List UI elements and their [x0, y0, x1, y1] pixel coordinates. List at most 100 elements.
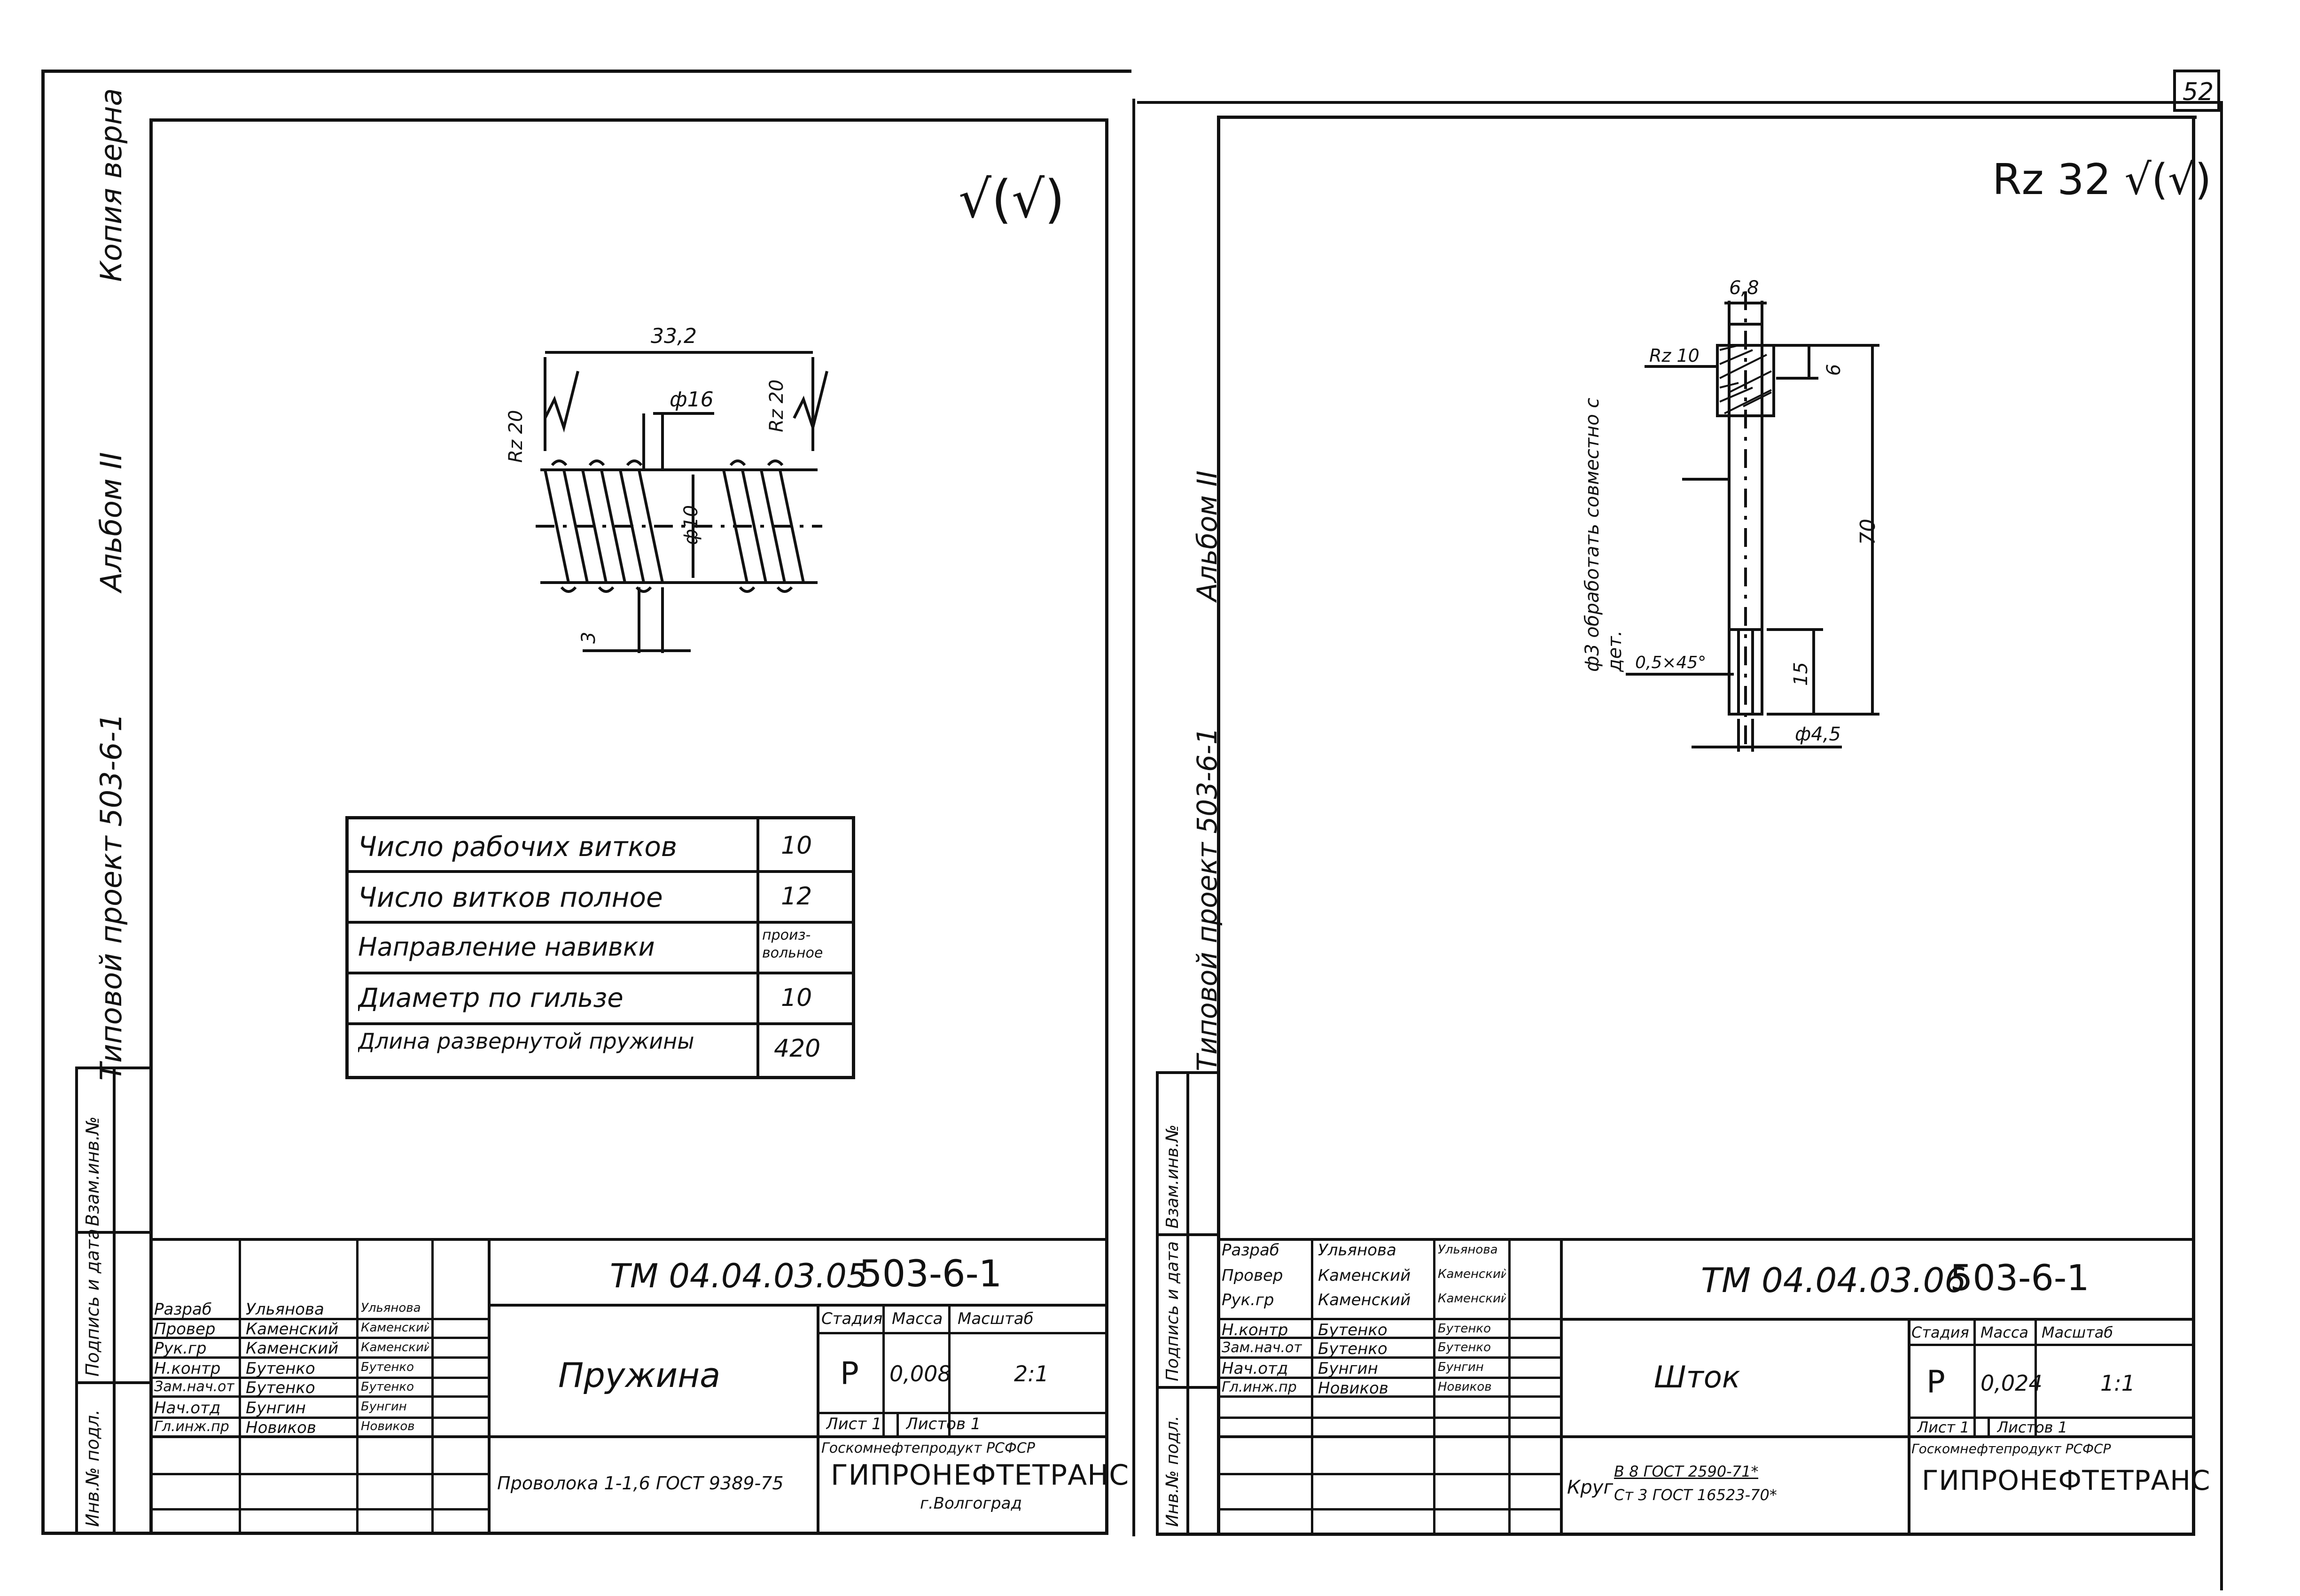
rod-hole-dim: 6: [1823, 364, 1845, 376]
tb-hdr-stage: Стадия: [1911, 1324, 1969, 1341]
left-stamp-div1: [75, 1231, 153, 1234]
rod-length-dim: 70: [1856, 519, 1880, 545]
tb-signature: Каменский: [1438, 1267, 1506, 1281]
tb-hdr-scale: Масштаб: [958, 1309, 1034, 1328]
tb-material-top: В 8 ГОСТ 2590-71*: [1614, 1463, 1759, 1480]
tb-signature: Ульянова: [361, 1301, 421, 1315]
tb-role: Рук.гр: [154, 1339, 207, 1358]
tb-stage: Р: [840, 1355, 859, 1392]
spring-rz-right: Rz 20: [766, 379, 787, 432]
left-frame-top: [149, 118, 1108, 122]
tb-city: г.Волгоград: [920, 1494, 1022, 1513]
tb-name: Ульянова: [1318, 1241, 1396, 1260]
tb-signature: Бутенко: [1438, 1322, 1491, 1336]
tb-scale: 2:1: [1014, 1361, 1049, 1386]
right-stamp-inv: Инв.№ подл.: [1163, 1416, 1182, 1527]
tb-scale: 1:1: [2100, 1370, 2136, 1396]
left-side-album: Альбом II: [94, 452, 128, 592]
tb-role: Н.контр: [154, 1359, 221, 1378]
tb-signature: Бутенко: [1438, 1340, 1491, 1355]
right-frame-right: [2192, 116, 2195, 1534]
spec-row-label: Диаметр по гильзе: [358, 983, 624, 1013]
tb-org-top: Госкомнефтепродукт РСФСР: [821, 1440, 1035, 1456]
tb-role: Зам.нач.от: [154, 1378, 234, 1395]
right-stamp-sign: Подпись и дата: [1163, 1241, 1182, 1381]
tb-mass: 0,024: [1980, 1370, 2043, 1396]
tb-signature: Каменский: [1438, 1292, 1506, 1306]
tb-sheet: Лист 1: [826, 1415, 882, 1433]
tb-name: Каменский: [246, 1339, 339, 1358]
left-outer-left: [41, 70, 45, 1533]
tb-name: Ульянова: [246, 1300, 324, 1319]
right-outer-top: [1137, 101, 2222, 104]
tb-role: Рук.гр: [1222, 1291, 1274, 1309]
tb-role: Гл.инж.пр: [154, 1418, 229, 1435]
tb-role: Разраб: [1222, 1241, 1279, 1260]
tb-signature: Новиков: [361, 1419, 415, 1433]
tb-name: Бутенко: [1318, 1321, 1388, 1339]
spec-col-divider: [756, 819, 759, 1078]
left-frame-bottom: [41, 1532, 1108, 1535]
right-roughness-mark: Rz 32 √(√): [1992, 155, 2212, 204]
tb-name: Бунгин: [246, 1399, 306, 1417]
tb-doc-code: ТМ 04.04.03.05: [610, 1257, 868, 1295]
tb-role: Нач.отд: [1222, 1359, 1288, 1378]
spec-row-value: 10: [781, 832, 812, 860]
tb-hdr-scale: Масштаб: [2042, 1324, 2113, 1341]
tb-signature: Бутенко: [361, 1380, 414, 1394]
spring-length-dim: 33,2: [651, 324, 697, 348]
spec-row-label: Число рабочих витков: [358, 831, 678, 863]
left-stamp-line1: [75, 1067, 78, 1534]
tb-signature: Бунгин: [1438, 1360, 1484, 1374]
tb-part-name: Пружина: [558, 1355, 721, 1395]
right-stamp-div1: [1156, 1233, 1219, 1236]
rod-chamfer: 0,5×45°: [1635, 653, 1707, 672]
left-stamp-sign: Подпись и дата: [82, 1229, 103, 1377]
tb-part-name: Шток: [1654, 1360, 1740, 1395]
tb-role: Провер: [154, 1320, 216, 1339]
tb-project-code: 503-6-1: [1950, 1257, 2089, 1299]
tb-name: Бутенко: [246, 1378, 315, 1397]
tb-mass: 0,008: [889, 1361, 951, 1386]
sheet-divider: [1132, 99, 1135, 1536]
spec-row-div3: [349, 972, 854, 974]
rod-end-dim: 15: [1790, 662, 1812, 686]
spring-spec-table: Число рабочих витков 10 Число витков пол…: [345, 816, 855, 1079]
tb-name: Новиков: [1318, 1379, 1388, 1398]
tb-signature: Каменский: [361, 1340, 429, 1355]
left-side-copy: Копия верна: [94, 88, 128, 282]
spec-row-div4: [349, 1022, 854, 1025]
rod-width-dim: 6,8: [1729, 277, 1759, 299]
right-side-album: Альбом II: [1191, 470, 1223, 601]
right-frame-bottom: [1156, 1533, 2195, 1536]
tb-signature: Бутенко: [361, 1360, 414, 1374]
tb-signature: Каменский: [361, 1321, 429, 1335]
rod-hole-note: ф3 обработать совместно с дет.: [1582, 397, 1626, 672]
spring-rz-left: Rz 20: [505, 410, 527, 463]
spec-row-value: 10: [781, 984, 812, 1012]
tb-signature: Новиков: [1438, 1380, 1492, 1394]
spec-row-value: 12: [781, 882, 812, 911]
left-frame-left: [149, 118, 153, 1535]
left-outer-top: [41, 70, 1131, 73]
spec-row-label: Направление навивки: [358, 932, 655, 962]
tb-name: Каменский: [1318, 1291, 1411, 1309]
left-title-block: Разраб Провер Рук.гр Н.контр Зам.нач.от …: [149, 1238, 1129, 1534]
tb-org-top: Госкомнефтепродукт РСФСР: [1911, 1441, 2111, 1456]
right-stamp-vzam: Взам.инв.№: [1163, 1124, 1182, 1229]
rod-rz: Rz 10: [1649, 345, 1700, 366]
tb-hdr-mass: Масса: [892, 1309, 943, 1328]
spring-wire-dim: 3: [578, 631, 600, 644]
tb-role: Нач.отд: [154, 1399, 221, 1417]
tb-role: Гл.инж.пр: [1222, 1379, 1297, 1395]
right-stamp-line: [1186, 1071, 1189, 1534]
tb-name: Бунгин: [1318, 1359, 1378, 1378]
tb-sheets: Листов 1: [906, 1415, 981, 1433]
left-side-project: Типовой проект 503-6-1: [94, 713, 128, 1081]
tb-material: Проволока 1-1,6 ГОСТ 9389-75: [497, 1473, 784, 1494]
left-stamp-div2: [75, 1381, 153, 1384]
right-stamp-div2: [1156, 1386, 1219, 1389]
spring-inner-d: ф10: [680, 505, 702, 545]
left-stamp-line2: [113, 1067, 116, 1534]
tb-org: ГИПРОНЕФТЕТРАНС: [831, 1459, 1130, 1492]
